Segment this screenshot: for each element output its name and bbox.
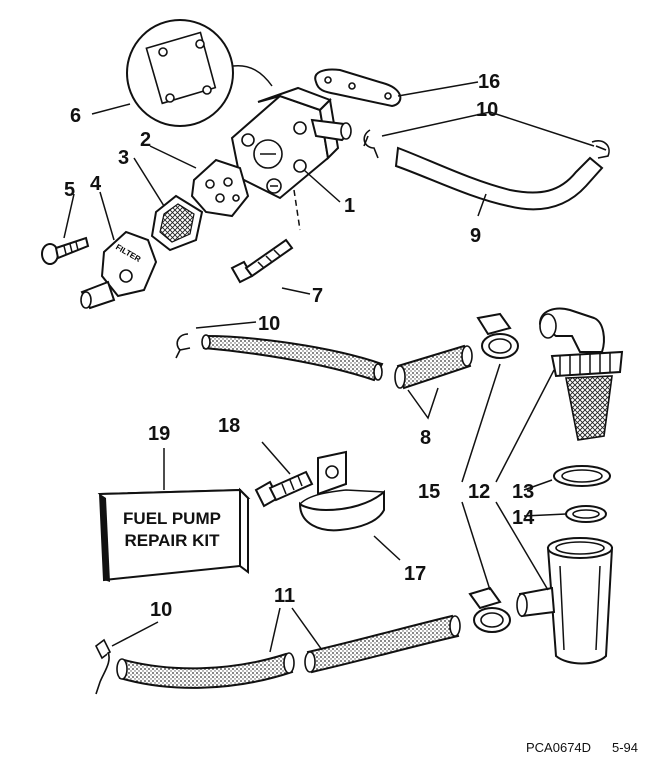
repair-kit-box-19: FUEL PUMP REPAIR KIT: [97, 487, 251, 582]
hose-9: [394, 146, 604, 211]
callout-15: 15: [418, 481, 440, 503]
bolt-7: [230, 238, 294, 284]
callout-3: 3: [118, 147, 129, 169]
hose-clamp-15-lower: [468, 586, 511, 633]
bolt-18: [254, 470, 314, 508]
fuel-pump-body-1: [230, 86, 352, 231]
clip-10-lower: [94, 638, 112, 695]
callout-9: 9: [470, 225, 481, 247]
hose-clamp-15-upper: [476, 312, 519, 359]
clip-10-middle: [175, 333, 191, 359]
o-ring-14: [565, 505, 607, 523]
callout-10-lower: 10: [150, 599, 172, 621]
callout-2: 2: [140, 129, 151, 151]
drawing-code: PCA0674D: [526, 740, 591, 755]
fuel-filter-element-12: [538, 307, 624, 441]
callout-17: 17: [404, 563, 426, 585]
hose-8-long: [201, 334, 384, 382]
gasket-16: [314, 68, 402, 108]
clip-10-upper-right: [591, 140, 610, 159]
hose-8-short: [394, 344, 473, 390]
o-ring-13: [553, 465, 611, 487]
callout-13: 13: [512, 481, 534, 503]
callout-18: 18: [218, 415, 240, 437]
callout-11: 11: [274, 585, 295, 607]
callout-4: 4: [90, 173, 102, 195]
filter-screen-3: [150, 194, 204, 252]
diaphragm-gasket-6: [126, 19, 273, 127]
valve-plate-2: [190, 158, 250, 218]
hose-11-right: [304, 614, 461, 674]
callout-14: 14: [512, 507, 535, 529]
kit-label-line2: REPAIR KIT: [124, 531, 220, 550]
callout-10-upper: 10: [476, 99, 498, 121]
callout-19: 19: [148, 423, 170, 445]
callout-10-middle: 10: [258, 313, 280, 335]
screw-5: [41, 236, 90, 265]
callout-12: 12: [468, 481, 490, 503]
kit-label-line1: FUEL PUMP: [123, 509, 221, 528]
filter-bowl-12: [516, 537, 614, 665]
clip-10-upper-left: [363, 129, 379, 159]
drawing-date: 5-94: [612, 740, 638, 755]
leader-lines: [63, 81, 595, 653]
filter-cover-4: FILTER: [80, 230, 158, 310]
hose-11-left: [116, 652, 295, 689]
callout-16: 16: [478, 71, 500, 93]
callout-6: 6: [70, 105, 81, 127]
bracket-17: [298, 450, 385, 532]
callout-1: 1: [344, 195, 355, 217]
callout-5: 5: [64, 179, 75, 201]
callout-7: 7: [312, 285, 323, 307]
callout-8: 8: [420, 427, 431, 449]
